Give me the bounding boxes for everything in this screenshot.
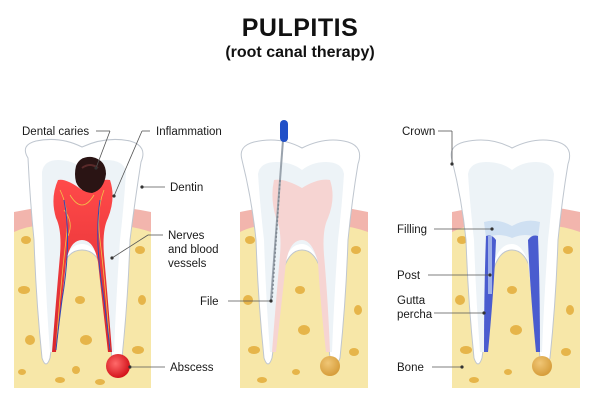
dental-caries-spot (75, 156, 106, 193)
post (488, 236, 492, 294)
cleaned-pulp (272, 179, 333, 352)
label-filling: Filling (397, 224, 427, 236)
label-nerves-line3: vessels (168, 258, 207, 270)
label-dentin: Dentin (170, 182, 203, 194)
label-inflammation: Inflammation (156, 126, 222, 138)
panel-inflamed-tooth: Dental caries Inflammation Dentin Nerves… (14, 126, 222, 388)
leader-lines-panel1 (95, 130, 165, 368)
label-gutta-line2: percha (397, 309, 433, 321)
label-bone: Bone (397, 362, 424, 374)
label-nerves-line2: and blood (168, 244, 219, 256)
bone-spots (18, 236, 146, 385)
diagram-title: PULPITIS (241, 14, 359, 42)
filling-material (484, 220, 540, 238)
label-dental-caries: Dental caries (22, 126, 89, 138)
bone-spots (243, 236, 362, 383)
file-handle (280, 120, 288, 142)
label-nerves-line1: Nerves (168, 230, 205, 242)
bone-spots (455, 236, 574, 383)
bone-lesion (320, 356, 340, 376)
panel-filled-tooth: Crown Filling Post Gutta percha Bone (397, 126, 580, 388)
label-abscess: Abscess (170, 362, 214, 374)
gutta-percha-right (528, 235, 540, 352)
panel-root-canal-file: File (200, 120, 368, 388)
label-crown: Crown (402, 126, 435, 138)
label-gutta-line1: Gutta (397, 295, 426, 307)
label-file: File (200, 296, 219, 308)
leader-lines-panel3 (428, 130, 492, 368)
abscess-blob (106, 354, 130, 378)
bone-lesion (532, 356, 552, 376)
dentin (468, 162, 554, 352)
blood-vessels (55, 199, 111, 351)
label-post: Post (397, 270, 421, 282)
diagram-subtitle: (root canal therapy) (225, 44, 375, 61)
endodontic-file (270, 120, 288, 301)
